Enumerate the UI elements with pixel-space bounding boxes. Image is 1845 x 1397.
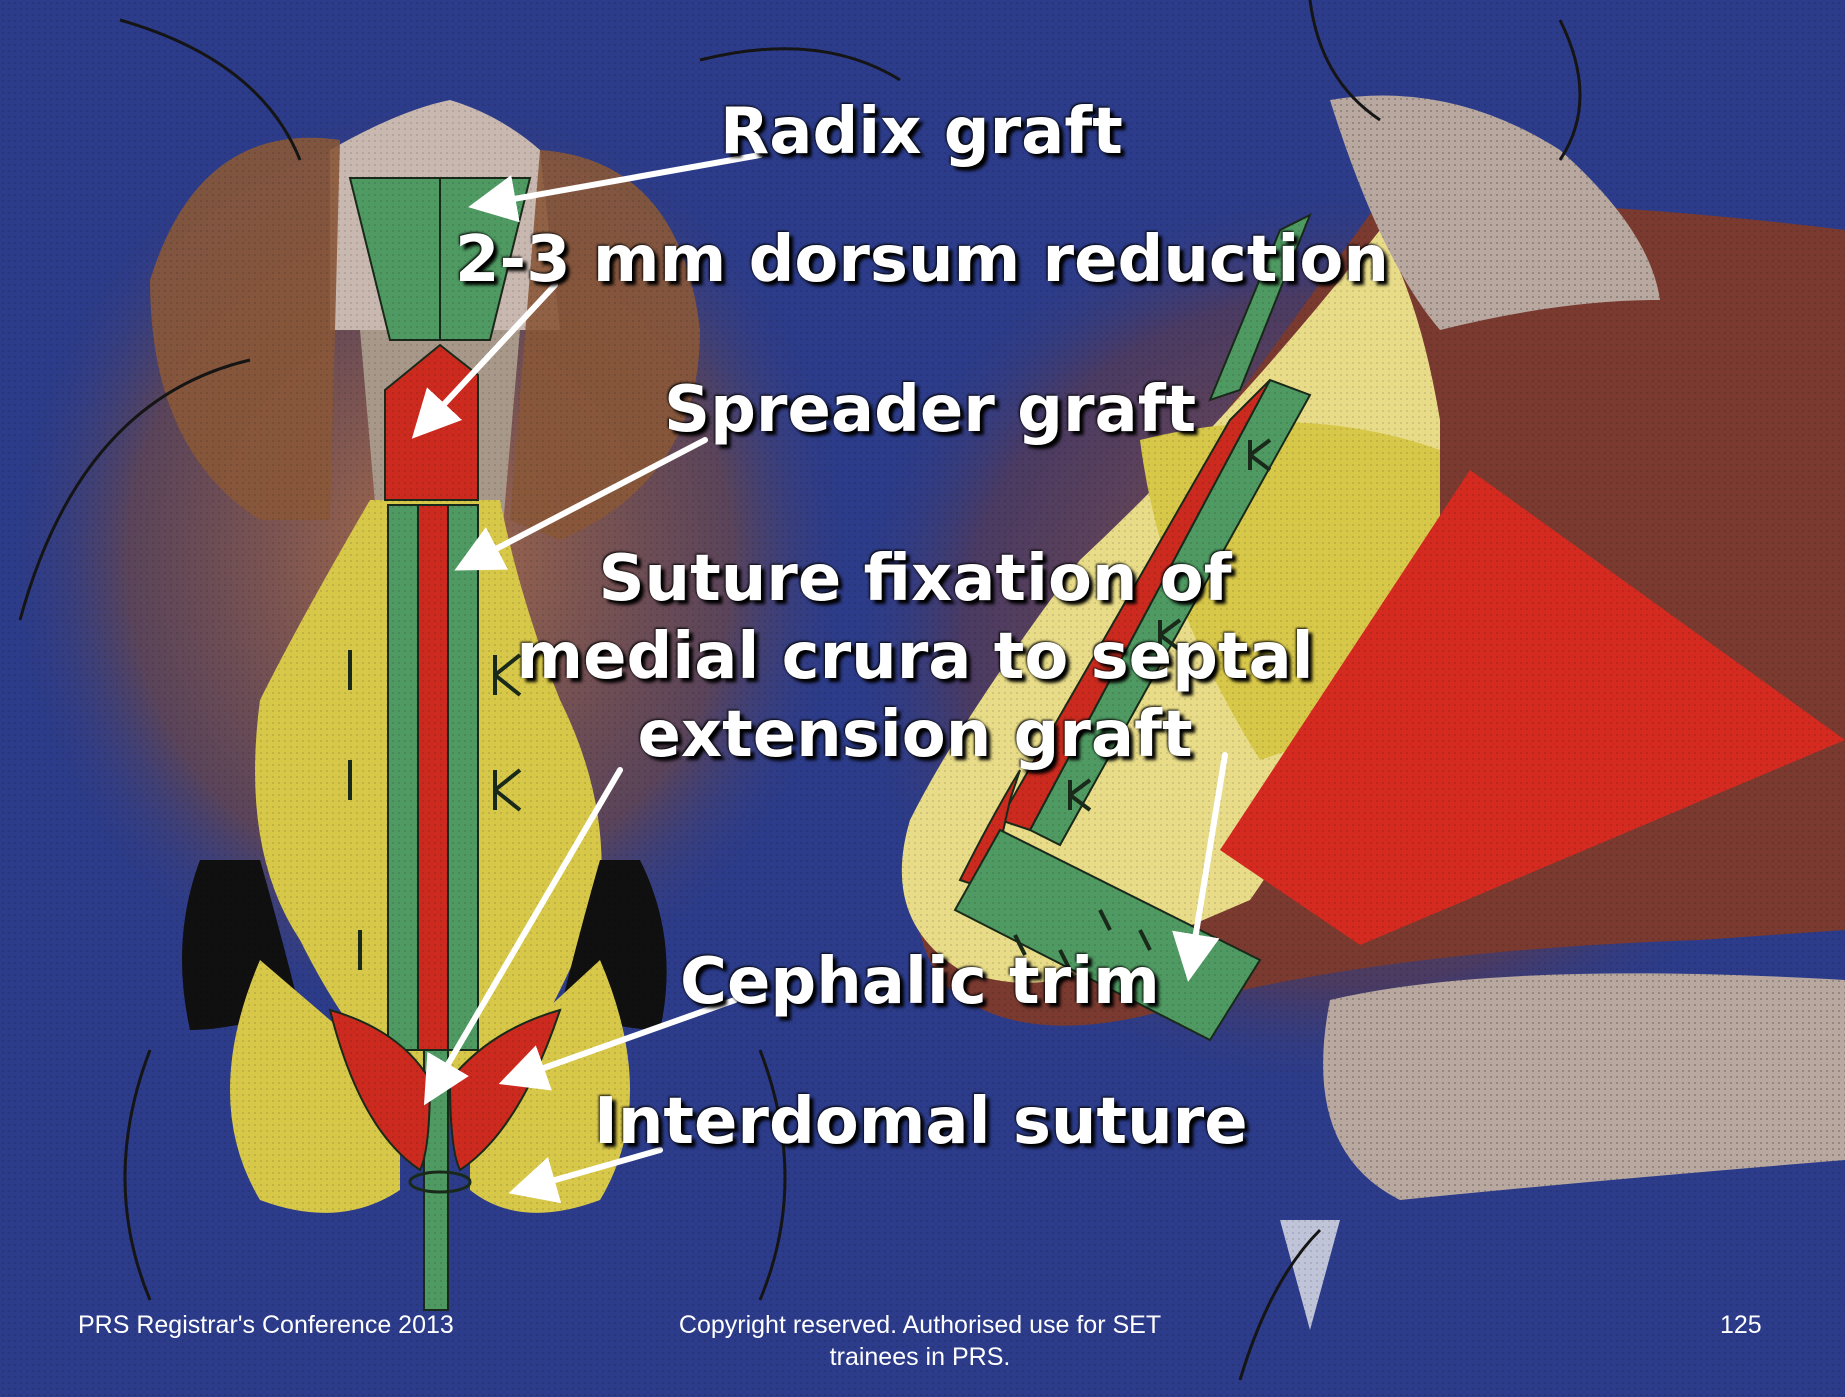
label-spreader-graft: Spreader graft (664, 378, 1196, 442)
footer-copyright: Copyright reserved. Authorised use for S… (650, 1309, 1190, 1373)
slide-number: 125 (1720, 1309, 1762, 1341)
label-radix-graft: Radix graft (720, 100, 1123, 164)
label-suture-fixation: Suture fixation of medial crura to septa… (505, 540, 1325, 774)
label-interdomal-suture: Interdomal suture (594, 1090, 1248, 1154)
footer-conference: PRS Registrar's Conference 2013 (78, 1309, 454, 1341)
label-cephalic-trim: Cephalic trim (680, 950, 1160, 1014)
label-dorsum-reduction: 2-3 mm dorsum reduction (455, 228, 1389, 292)
